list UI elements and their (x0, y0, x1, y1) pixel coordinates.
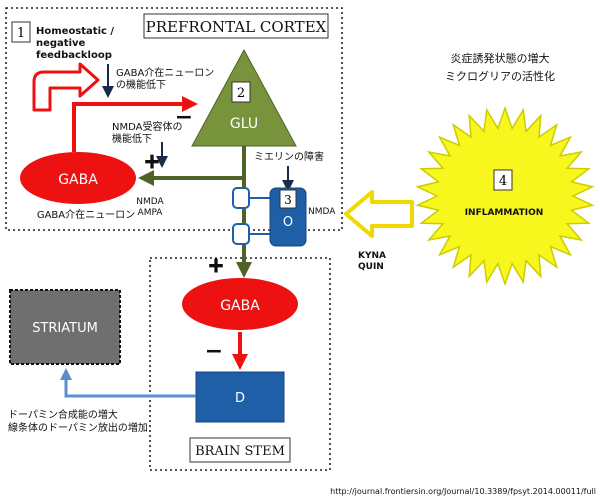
myelin-label: ミエリンの障害 (254, 150, 324, 163)
brainstem-region-border (149, 257, 331, 471)
gaba-decline-line2: の機能低下 (116, 78, 166, 91)
inflammation-label: INFLAMMATION (465, 208, 544, 218)
nmda-ampa-line1: NMDA (136, 197, 164, 207)
gaba-decline-line1: GABA介在ニューロン (116, 67, 214, 79)
marker-3-box (279, 189, 297, 209)
nmda-label: NMDA (308, 207, 336, 217)
marker-1-box (11, 21, 31, 43)
glu-to-gaba-top-arrow (138, 146, 246, 186)
gaba-bottom-node (182, 278, 298, 330)
gaba-interneuron-label: GABA介在ニューロン (37, 209, 135, 221)
feedback-label-line2: negative (36, 38, 86, 49)
dopamine-label: D (235, 391, 245, 406)
prefrontal-title: PREFRONTAL CORTEX (146, 18, 327, 36)
gaba-top-node (20, 152, 136, 204)
quin-label: QUIN (358, 262, 384, 272)
myelin-segment-1 (232, 187, 250, 209)
kyna-quin-arrow (344, 190, 414, 238)
gaba-to-glu-arrow (72, 96, 198, 152)
plus-sign-gaba-bottom: + (208, 253, 225, 277)
minus-sign-d: − (205, 339, 223, 364)
brainstem-title-box (189, 437, 291, 463)
marker-4: 4 (499, 174, 507, 189)
marker-2: 2 (237, 86, 245, 101)
marker-2-box (231, 81, 251, 103)
inflammation-state-line1: 炎症誘発状態の増大 (451, 51, 550, 65)
feedback-curved-arrow (32, 62, 100, 112)
dopamine-annotation-line2: 線条体のドーパミン放出の増加 (8, 421, 148, 434)
minus-sign-glu: − (175, 105, 193, 130)
striatum-label: STRIATUM (32, 321, 98, 336)
prefrontal-title-box (143, 13, 329, 39)
d-to-striatum-arrow (60, 368, 196, 398)
feedback-label-line1: Homeostatic / (36, 26, 114, 37)
marker-3: 3 (284, 193, 292, 207)
nmda-decline-line2: 機能低下 (112, 132, 152, 145)
oligodendrocyte-node (269, 187, 307, 247)
glu-label: GLU (230, 116, 258, 132)
prefrontal-region-border (5, 7, 343, 231)
marker-4-box (493, 169, 513, 191)
source-url: http://journal.frontiersin.org/Journal/1… (330, 487, 596, 496)
kyna-label: KYNA (358, 251, 386, 261)
brainstem-title: BRAIN STEM (195, 444, 285, 459)
oligodendrocyte-label: O (283, 215, 293, 230)
inflammation-node (415, 105, 595, 287)
plus-sign-gaba-top: + (144, 149, 161, 173)
dopamine-node (195, 371, 285, 423)
nmda-decline-line1: NMDA受容体の (112, 120, 182, 133)
nmda-ampa-line2: AMPA (138, 208, 164, 218)
striatum-node (9, 289, 121, 365)
gaba-bottom-label: GABA (220, 298, 260, 314)
marker-1: 1 (17, 26, 25, 41)
myelin-segment-2 (232, 223, 250, 245)
gaba-top-label: GABA (58, 172, 98, 188)
inflammation-state-line2: ミクログリアの活性化 (445, 69, 555, 83)
dopamine-annotation-line1: ドーパミン合成能の増大 (8, 408, 118, 421)
feedback-label-line3: feedbackloop (36, 50, 112, 61)
